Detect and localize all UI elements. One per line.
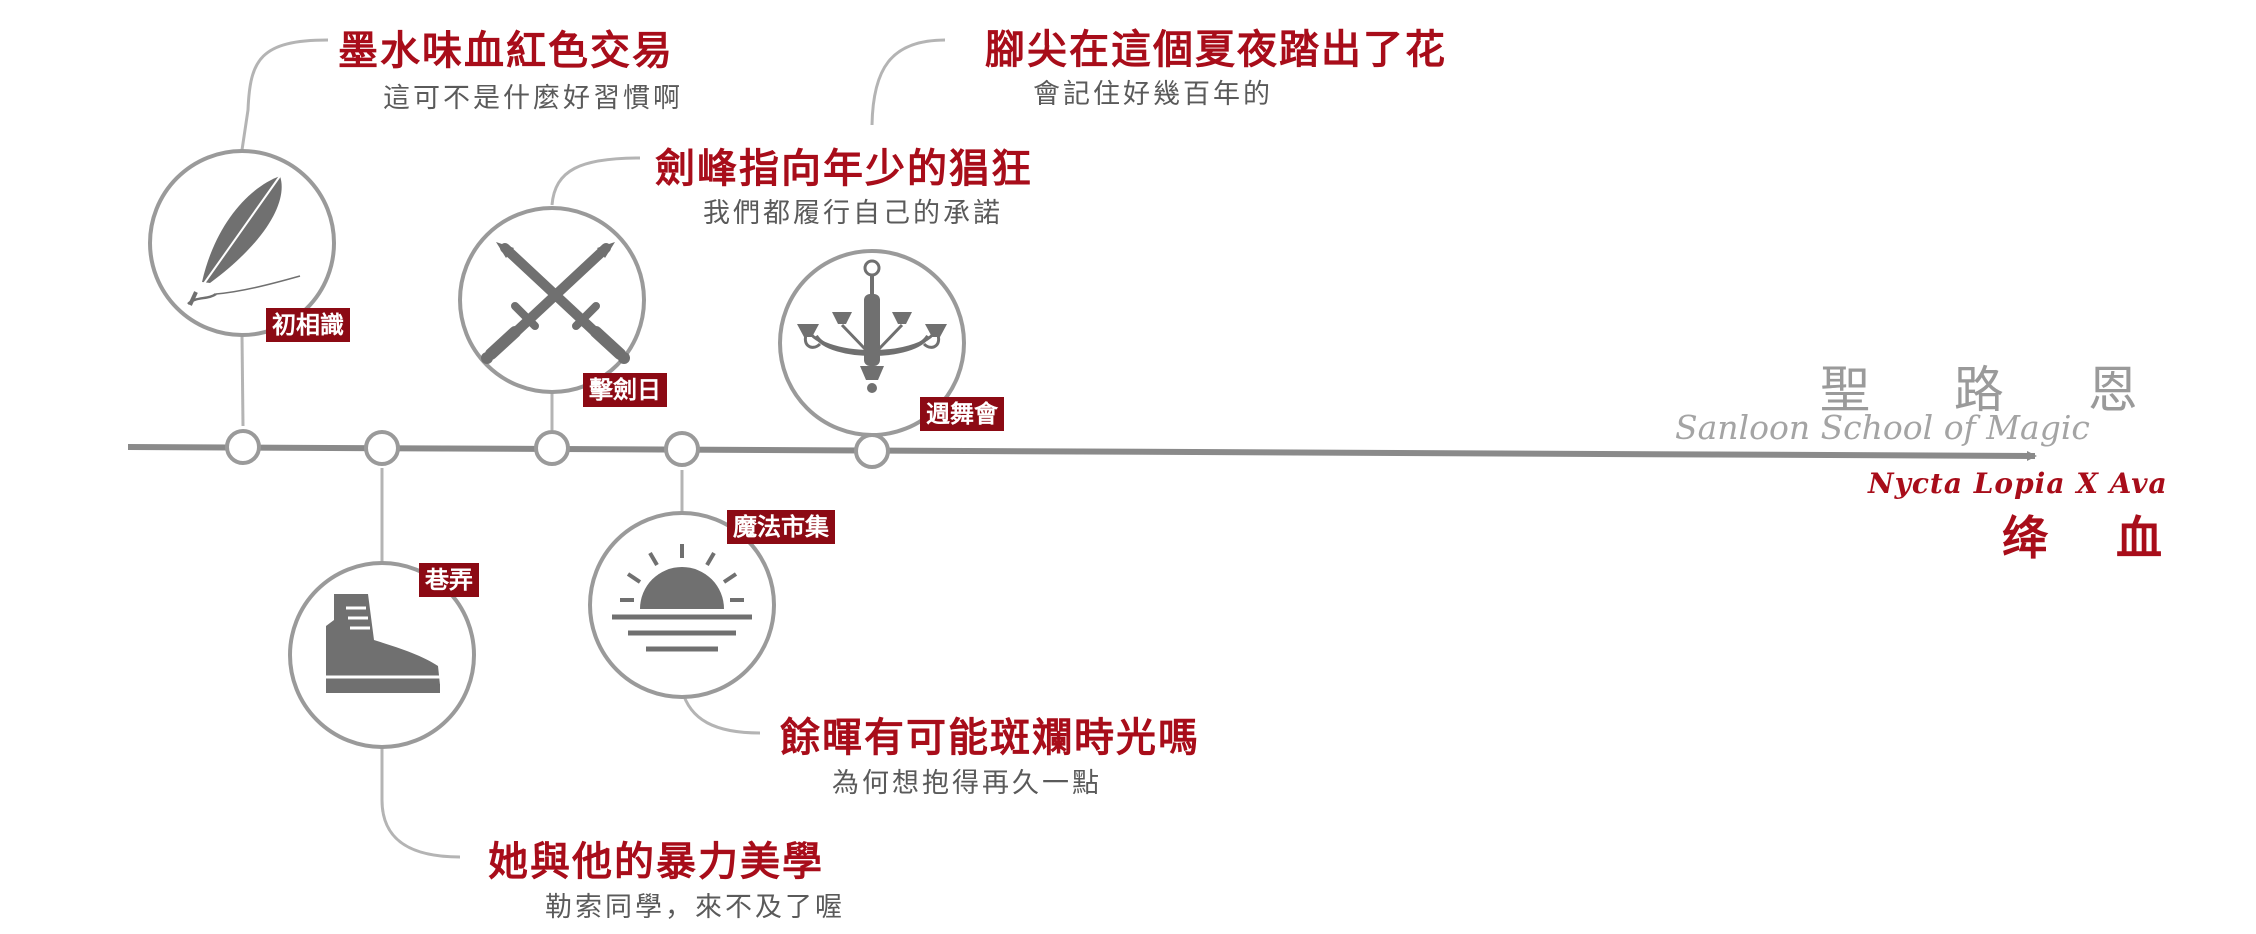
connector-line	[870, 38, 946, 126]
event-tag: 週舞會	[920, 397, 1004, 431]
school-name: 聖 路 恩	[1820, 361, 2172, 419]
timeline-node	[225, 429, 261, 465]
event-tag: 擊劍日	[583, 373, 667, 407]
crossed-swords-icon	[481, 242, 630, 364]
event-title: 墨水味血紅色交易	[338, 27, 674, 74]
event-subtitle: 勒索同學，來不及了喔	[545, 892, 845, 923]
event-subtitle: 我們都履行自己的承諾	[703, 198, 1003, 229]
timeline-axis	[127, 444, 2037, 461]
timeline-node	[664, 431, 700, 467]
event-title: 腳尖在這個夏夜踏出了花	[985, 26, 1447, 73]
boot-icon	[326, 594, 440, 693]
timeline-node	[534, 430, 570, 466]
event-title: 她與他的暴力美學	[488, 838, 824, 885]
connector-line	[380, 741, 461, 859]
timeline-node	[364, 430, 400, 466]
quill-icon	[187, 175, 301, 306]
credit-line: Nycta Lopia X Ava	[1868, 467, 2168, 500]
event-tag: 巷弄	[419, 563, 479, 597]
school-name-en: Sanloon School of Magic	[1675, 408, 2090, 447]
event-subtitle: 這可不是什麼好習慣啊	[383, 83, 683, 114]
event-tag: 初相識	[266, 308, 350, 342]
timeline-node	[854, 433, 890, 469]
event-subtitle: 會記住好幾百年的	[1033, 79, 1273, 110]
event-subtitle: 為何想抱得再久一點	[832, 768, 1102, 799]
chandelier-icon	[797, 259, 947, 393]
event-title: 劍峰指向年少的猖狂	[655, 145, 1033, 192]
sunset-icon	[612, 544, 752, 652]
story-title: 绛 血	[2002, 511, 2189, 565]
event-tag: 魔法市集	[727, 510, 835, 544]
event-title: 餘暉有可能斑斕時光嗎	[780, 714, 1200, 761]
connector-line	[240, 334, 245, 427]
connector-line	[550, 156, 641, 206]
connector-line	[240, 38, 329, 151]
